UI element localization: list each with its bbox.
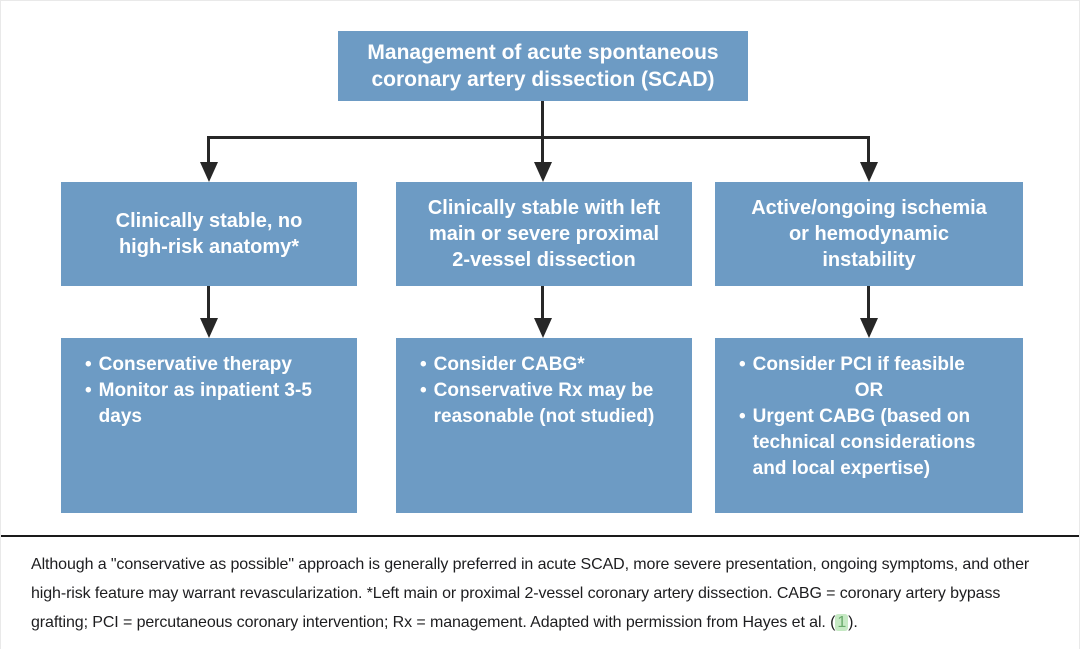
or-connector-label: OR (854, 380, 884, 401)
caption-divider (1, 535, 1079, 537)
branch-box-line: main or severe proximal (428, 223, 660, 245)
list-item: • Urgent CABG (based on technical consid… (739, 404, 1013, 482)
figure-caption: Although a "conservative as possible" ap… (1, 537, 1079, 637)
bullet-label: Monitor as inpatient 3-5 days (98, 380, 312, 427)
bullet-icon: • (85, 380, 92, 401)
connector-drop-right (867, 136, 870, 166)
arrowhead-down-icon (534, 318, 552, 338)
branch-box-line: or hemodynamic (788, 223, 950, 245)
list-item: • Consider CABG* (420, 352, 682, 378)
connector-drop-left (207, 136, 210, 166)
bullet-icon: • (739, 354, 746, 375)
caption-line: grafting; PCI = percutaneous coronary in… (31, 608, 1051, 637)
bullet-label: Conservative therapy (98, 354, 292, 375)
reference-link[interactable]: 1 (835, 614, 849, 631)
flowchart: Management of acute spontaneous coronary… (1, 1, 1079, 535)
caption-line: high-risk feature may warrant revascular… (31, 585, 1001, 602)
bullet-icon: • (85, 354, 92, 375)
caption-text: ). (848, 614, 858, 631)
arrowhead-down-icon (534, 162, 552, 182)
branch-box-line: 2-vessel dissection (452, 249, 636, 271)
bullet-list: • Consider CABG* • Conservative Rx may b… (396, 338, 692, 430)
arrowhead-down-icon (200, 162, 218, 182)
branch-box-line: Clinically stable with left (427, 197, 661, 219)
bullet-list: • Consider PCI if feasible OR • Urgent C… (715, 338, 1023, 482)
caption-text: grafting; PCI = percutaneous coronary in… (31, 614, 836, 631)
branch-box-line: Clinically stable, no (115, 210, 303, 232)
bullet-icon: • (739, 406, 746, 427)
list-item: • Monitor as inpatient 3-5 days (85, 378, 347, 430)
branch-box-line: instability (822, 249, 916, 271)
branch-box-line: high-risk anatomy* (118, 236, 300, 258)
connector-outcome-middle (541, 286, 544, 320)
list-item: • Consider PCI if feasible (739, 352, 1013, 378)
bullet-icon: • (420, 380, 427, 401)
arrowhead-down-icon (860, 162, 878, 182)
list-item: • Conservative Rx may be reasonable (not… (420, 378, 682, 430)
connector-root-stem (541, 101, 544, 166)
root-box-scad-management: Management of acute spontaneous coronary… (338, 31, 748, 101)
bullet-label: Consider CABG* (433, 354, 585, 375)
connector-outcome-right (867, 286, 870, 320)
connector-branch-horizontal (207, 136, 870, 139)
root-box-line: Management of acute spontaneous (367, 41, 719, 64)
caption-line: Although a "conservative as possible" ap… (31, 556, 1030, 573)
list-item: • Conservative therapy (85, 352, 347, 378)
branch-box-line: Active/ongoing ischemia (751, 197, 987, 219)
outcome-box-cabg: • Consider CABG* • Conservative Rx may b… (396, 338, 692, 513)
root-box-line: coronary artery dissection (SCAD) (371, 68, 715, 91)
outcome-box-conservative: • Conservative therapy • Monitor as inpa… (61, 338, 357, 513)
branch-box-left-main-dissection: Clinically stable with left main or seve… (396, 182, 692, 286)
bullet-list: • Conservative therapy • Monitor as inpa… (61, 338, 357, 430)
bullet-label: Urgent CABG (based on technical consider… (752, 406, 976, 479)
bullet-label: Conservative Rx may be reasonable (not s… (433, 380, 655, 427)
bullet-icon: • (420, 354, 427, 375)
branch-box-active-ischemia: Active/ongoing ischemia or hemodynamic i… (715, 182, 1023, 286)
branch-box-clinically-stable: Clinically stable, no high-risk anatomy* (61, 182, 357, 286)
connector-outcome-left (207, 286, 210, 320)
outcome-box-pci-or-cabg: • Consider PCI if feasible OR • Urgent C… (715, 338, 1023, 513)
bullet-label: Consider PCI if feasible (752, 354, 965, 375)
arrowhead-down-icon (200, 318, 218, 338)
arrowhead-down-icon (860, 318, 878, 338)
